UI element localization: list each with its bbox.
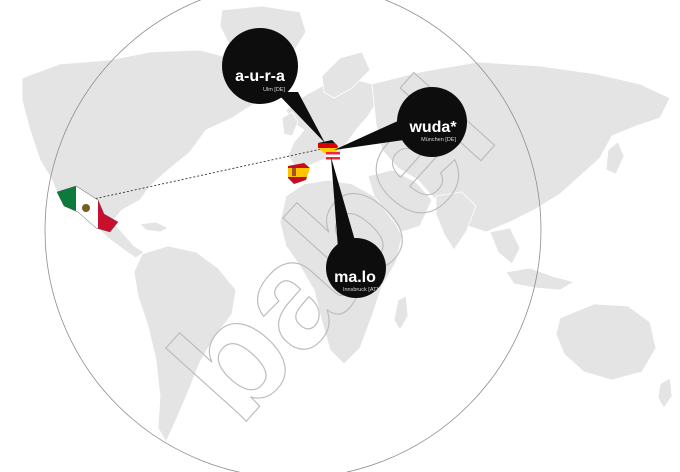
indonesia [505,267,576,291]
pin-aura-pointer [276,92,325,143]
north-america [21,49,263,227]
southeast-asia [489,227,521,265]
pin-malo-subtitle: Innsbruck [AT] [343,287,379,293]
spain-flag [288,163,310,184]
pin-aura[interactable]: a-u-r-a Ulm [DE] [222,28,325,143]
pin-wuda-subtitle: München [DE] [421,137,456,143]
pin-aura-title: a-u-r-a [235,68,285,85]
pin-malo-title: ma.lo [334,269,376,286]
pin-aura-subtitle: Ulm [DE] [263,87,285,93]
austria-flag [326,152,340,160]
germany-flag [318,140,338,153]
pin-wuda[interactable]: wuda* München [DE] [334,87,467,157]
globe-outline [44,0,542,472]
pin-malo[interactable]: ma.lo Innsbruck [AT] [326,157,386,298]
madagascar [393,295,409,331]
pin-malo-bubble [326,238,386,298]
pin-malo-pointer [331,157,356,248]
pin-wuda-bubble [397,87,467,157]
australia [555,303,657,381]
pin-aura-bubble [222,28,298,104]
british-isles [281,111,299,137]
pin-wuda-pointer [334,120,404,150]
india [435,191,477,251]
caribbean-islands [139,221,169,233]
pin-wuda-title: wuda* [408,119,457,136]
scandinavia [321,51,371,99]
japan [605,141,625,175]
new-zealand [657,377,673,409]
south-america [133,245,237,443]
middle-east [367,169,433,233]
connector-mexico-germany [79,147,327,203]
